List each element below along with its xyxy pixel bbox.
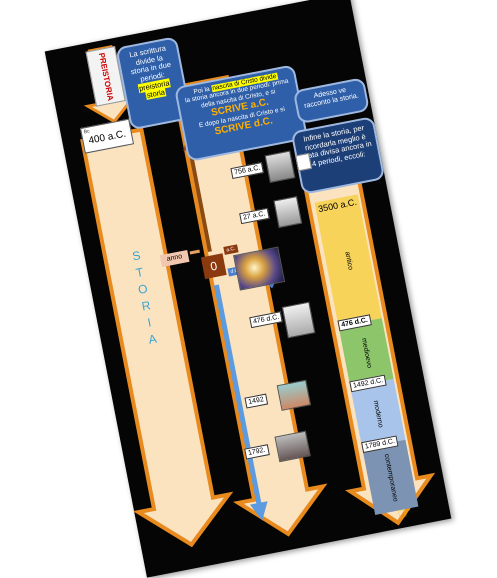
augustus-bust-image <box>273 196 303 229</box>
storia-letter: S <box>131 248 142 264</box>
storia-arrow <box>80 127 234 548</box>
preistoria-label: PREISTORIA <box>96 51 115 102</box>
storia-letter: O <box>136 281 149 297</box>
ac-arrow-line <box>187 145 212 253</box>
anno-label: anno <box>166 253 183 263</box>
mark-label: 1492 <box>247 396 265 407</box>
mark-label: 1792. <box>247 446 267 458</box>
history-slide: PREISTORIA S T O R I A Bc 400 a.C. La sc… <box>44 0 452 578</box>
dc-arrowhead <box>249 501 268 521</box>
era-name: contemporaneo <box>382 452 399 502</box>
era-name: moderno <box>371 399 384 428</box>
storia-letter: R <box>140 298 152 314</box>
mark-label: 27 a.C. <box>242 210 266 222</box>
era-name: antico <box>342 250 354 271</box>
zero-box: 0 <box>200 253 227 280</box>
page-icon <box>295 152 312 172</box>
dc-arrow-line <box>213 284 263 510</box>
medieval-image <box>281 301 316 339</box>
era-name: medioevo <box>359 337 373 369</box>
storia-letter: I <box>146 315 153 330</box>
tell-text: Adesso ve racconto la storia. <box>303 86 360 110</box>
wolf-statue-image <box>264 150 296 183</box>
zero-label: 0 <box>209 258 219 274</box>
four-periods-text: Infine la storia, per ricordarla meglio … <box>301 123 373 169</box>
storia-letter: A <box>147 331 158 347</box>
ac-tag-label: a.C. <box>225 245 236 254</box>
storia-letter: T <box>134 264 145 281</box>
